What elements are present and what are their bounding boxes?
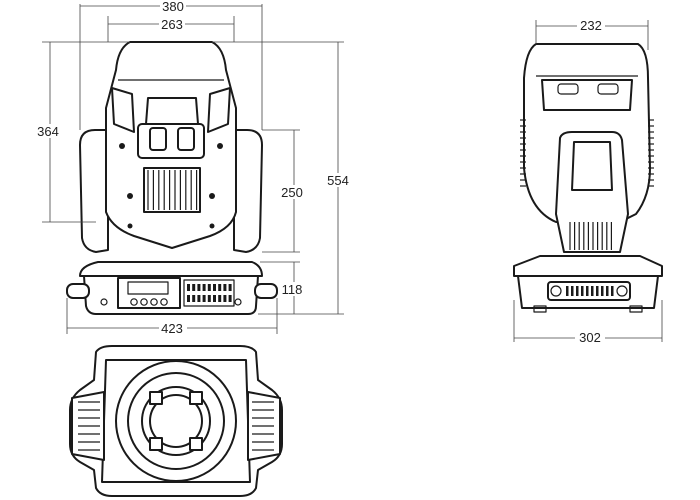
top-lens-outer	[115, 360, 237, 482]
top-lens-glass	[149, 394, 203, 448]
dimension-labels: 380 263 364 554 250 118 423 232 302	[36, 0, 605, 345]
control-button	[140, 298, 148, 306]
front-bolt	[217, 143, 223, 149]
connector-pin	[207, 284, 211, 291]
side-base-knob	[616, 285, 628, 297]
side-base-vents	[566, 286, 614, 296]
base-vent	[596, 286, 599, 296]
front-vent-grille	[143, 167, 201, 213]
front-control-panel	[117, 277, 181, 309]
connector-pin	[202, 295, 206, 302]
front-left-panel	[111, 87, 135, 133]
top-lens-clip	[189, 437, 203, 451]
front-foot	[234, 298, 242, 306]
connector-pin	[187, 295, 190, 302]
top-lens-clip	[149, 437, 163, 451]
side-view	[513, 43, 663, 313]
side-foot	[533, 305, 547, 313]
front-right-arm	[233, 129, 263, 253]
connector-pin	[218, 284, 222, 291]
dim-label-364: 364	[37, 124, 59, 139]
connector-pin	[202, 284, 206, 291]
control-button	[160, 298, 168, 306]
front-foot	[100, 298, 108, 306]
front-bolt	[209, 193, 215, 199]
connector-pin	[228, 284, 232, 291]
front-bolt	[127, 193, 133, 199]
base-vent	[586, 286, 589, 296]
connector-pin	[187, 284, 190, 291]
control-button	[130, 298, 138, 306]
dim-label-380: 380	[162, 0, 184, 14]
side-cooling-fins	[520, 119, 654, 187]
front-base-handle-right	[254, 283, 278, 299]
connector-pin	[218, 295, 222, 302]
dim-label-232: 232	[580, 18, 602, 33]
side-head-panel	[541, 79, 633, 111]
connector-pin	[207, 295, 211, 302]
front-handle-right	[177, 127, 195, 151]
side-panel-slot	[597, 83, 619, 95]
dim-label-118: 118	[282, 282, 303, 297]
dim-label-302: 302	[579, 330, 601, 345]
front-handle-frame	[137, 123, 205, 159]
top-lens-ring	[127, 372, 225, 470]
front-view	[66, 41, 278, 315]
side-base-panel	[547, 281, 631, 301]
connector-pin	[228, 295, 232, 302]
front-head-body	[105, 41, 237, 249]
front-base-top	[79, 261, 263, 277]
base-vent	[581, 286, 584, 296]
connector-pin	[192, 295, 196, 302]
connector-pin	[223, 295, 227, 302]
dim-label-423: 423	[161, 321, 183, 336]
front-bolt	[209, 223, 215, 229]
connector-frame	[183, 279, 235, 307]
connector-pin	[213, 284, 216, 291]
front-bolt	[119, 143, 125, 149]
base-vent	[606, 286, 609, 296]
connector-pin	[197, 284, 201, 291]
base-vent	[571, 286, 574, 296]
side-base-top	[513, 255, 663, 277]
top-arm-ribs	[78, 401, 274, 451]
dim-label-263: 263	[161, 17, 183, 32]
base-vent	[611, 286, 614, 296]
front-right-panel	[207, 87, 231, 133]
side-foot	[629, 305, 643, 313]
dim-label-554: 554	[327, 173, 349, 188]
front-control-buttons	[130, 298, 168, 306]
side-base-knob	[550, 285, 562, 297]
top-lens-clip	[189, 391, 203, 405]
top-view	[69, 345, 283, 497]
connector-pin	[213, 295, 216, 302]
top-lens-inner	[141, 386, 211, 456]
base-vent	[591, 286, 594, 296]
front-vent-lines	[147, 170, 198, 210]
control-button	[150, 298, 158, 306]
dim-label-250: 250	[281, 185, 303, 200]
front-base-handle-left	[66, 283, 90, 299]
base-vent	[576, 286, 579, 296]
front-lcd-display	[127, 281, 169, 295]
front-handle-left	[149, 127, 167, 151]
side-yoke-vents	[569, 222, 613, 250]
connector-pin	[192, 284, 196, 291]
side-yoke-window	[571, 141, 613, 191]
base-vent	[601, 286, 604, 296]
connector-pin	[197, 295, 201, 302]
side-panel-slot	[557, 83, 579, 95]
connector-pin	[223, 284, 227, 291]
side-yoke	[555, 131, 629, 253]
base-vent	[566, 286, 569, 296]
front-bolt	[127, 223, 133, 229]
top-body-outline	[69, 345, 283, 497]
top-lens-clip	[149, 391, 163, 405]
front-left-arm	[79, 129, 109, 253]
front-connector-block	[183, 279, 235, 307]
